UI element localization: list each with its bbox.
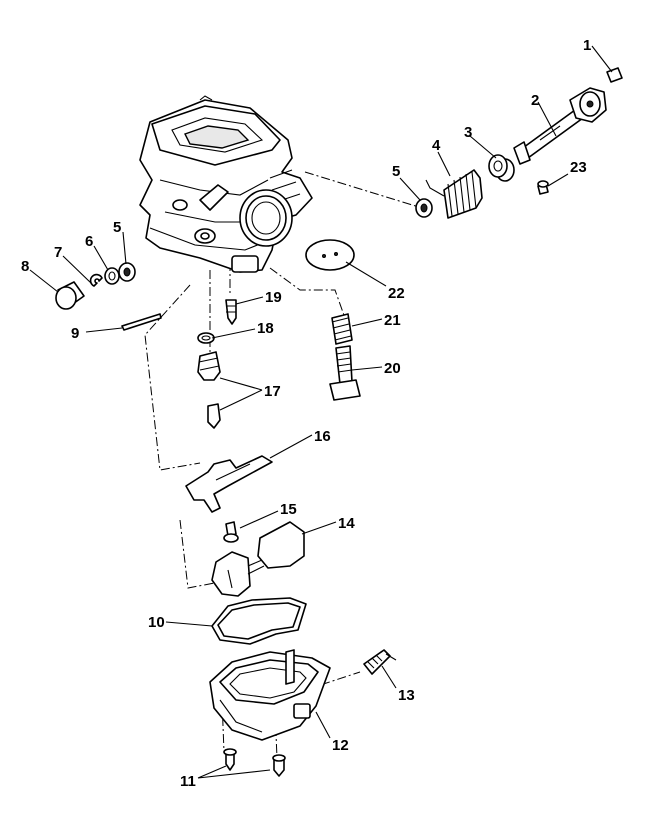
callout-15: 15: [280, 501, 297, 518]
part-9-pilot-screw: [121, 313, 162, 331]
part-17-jet-holder: [197, 351, 221, 381]
part-8-cap: [55, 281, 85, 310]
callout-13: 13: [398, 687, 415, 704]
part-5-washer-left: [118, 262, 136, 282]
part-14-float: [211, 521, 305, 597]
part-22-diaphragm-plate: [305, 239, 355, 271]
part-19-needle-jet: [225, 299, 237, 325]
part-17-main-jet: [207, 403, 221, 429]
part-12-float-bowl: [209, 649, 331, 741]
part-5-washer-right: [415, 198, 433, 218]
part-16-bracket: [185, 455, 273, 513]
part-18-o-ring: [197, 332, 215, 344]
callout-23: 23: [570, 159, 587, 176]
part-23-screw: [537, 180, 549, 195]
part-2-throttle-shaft: [513, 87, 607, 165]
callout-6: 6: [85, 233, 93, 250]
part-21-spring: [331, 313, 353, 345]
part-11-screw-left: [223, 748, 237, 771]
part-13-drain-screw: [363, 649, 397, 675]
callout-17: 17: [264, 383, 281, 400]
callout-7: 7: [54, 244, 62, 261]
carburetor-body: [139, 95, 313, 273]
callout-14: 14: [338, 515, 355, 532]
part-20-adjust-screw: [329, 345, 361, 401]
callout-20: 20: [384, 360, 401, 377]
leader-lines: [29, 45, 613, 779]
callout-labels: 1 2 3 4 5 23 5 6 7 8 22 19 9 18 21 20 17…: [21, 37, 591, 790]
callout-10: 10: [148, 614, 165, 631]
part-7-e-clip: [89, 273, 103, 287]
callout-19: 19: [265, 289, 282, 306]
callout-8: 8: [21, 258, 29, 275]
callout-5-left: 5: [113, 219, 121, 236]
part-4-spring: [425, 169, 483, 219]
callout-9: 9: [71, 325, 79, 342]
callout-3: 3: [464, 124, 472, 141]
callout-5-right: 5: [392, 163, 400, 180]
callout-21: 21: [384, 312, 401, 329]
callout-2: 2: [531, 92, 539, 109]
callout-1: 1: [583, 37, 591, 54]
callout-16: 16: [314, 428, 331, 445]
part-10-gasket: [211, 597, 307, 645]
callout-18: 18: [257, 320, 274, 337]
part-15-screw: [223, 521, 239, 543]
callout-12: 12: [332, 737, 349, 754]
callout-4: 4: [432, 137, 441, 154]
part-11-screw-right: [272, 754, 286, 777]
callout-22: 22: [388, 285, 405, 302]
part-3-bushing: [488, 154, 515, 182]
part-6-washer: [104, 267, 120, 285]
callout-11: 11: [180, 773, 196, 790]
part-1-plug: [606, 67, 623, 83]
